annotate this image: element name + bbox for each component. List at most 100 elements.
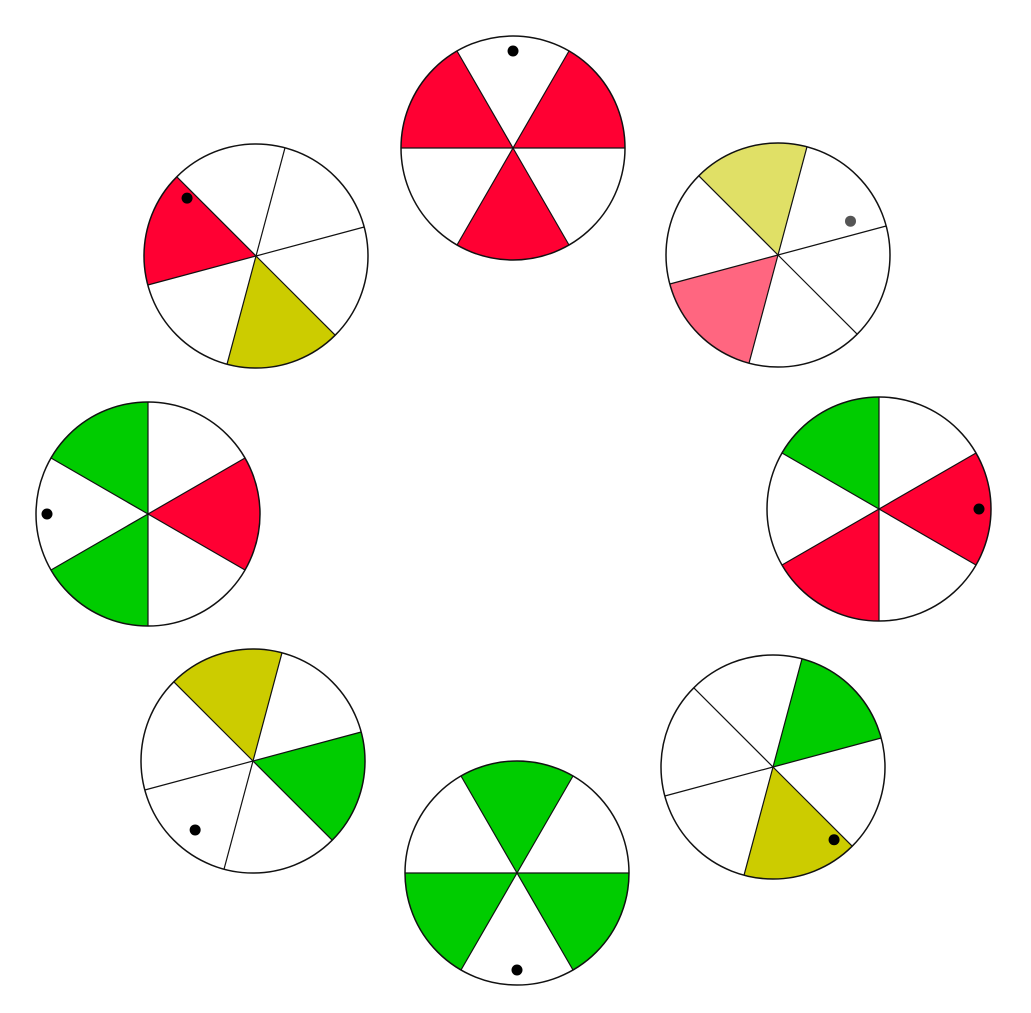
wheel-marker-dot: [189, 824, 201, 836]
wheel-outline: [143, 143, 369, 369]
wheel-sector-white: [461, 873, 573, 986]
wheel-sector-green: [461, 760, 573, 873]
wheel-marker-dot: [511, 964, 523, 976]
sector-divider-line: [698, 175, 779, 256]
wheel-sector-white: [693, 655, 802, 767]
wheel-sector-pale_yellow: [698, 143, 807, 255]
wheel-sector-yellow: [173, 649, 282, 761]
wheel-bottom: [404, 760, 630, 986]
wheel-sector-white: [148, 514, 245, 626]
sector-divider-line: [743, 766, 774, 876]
wheel-sector-white: [660, 687, 773, 796]
sector-divider-line: [147, 513, 246, 571]
sector-divider-line: [512, 50, 570, 149]
sector-divider-line: [781, 508, 880, 566]
wheel-bottom-right: [660, 654, 886, 880]
wheel-sector-yellow: [227, 256, 336, 368]
wheel-sector-white: [141, 681, 253, 790]
sector-divider-line: [456, 147, 514, 246]
wheel-sector-white: [148, 402, 245, 514]
sector-divider-line: [255, 255, 336, 336]
sector-divider-line: [777, 146, 808, 256]
wheel-sector-white: [517, 776, 629, 873]
wheel-sector-white: [767, 453, 879, 565]
wheel-marker-dot: [507, 45, 519, 57]
wheel-bottom-left: [140, 648, 366, 874]
wheel-top-left: [143, 143, 369, 369]
sector-divider-line: [173, 681, 254, 762]
wheel-sector-red: [457, 148, 569, 260]
wheel-sector-red: [401, 51, 513, 148]
sector-divider-line: [460, 775, 518, 874]
wheel-sector-white: [773, 738, 885, 847]
wheel-sector-green: [773, 658, 882, 767]
wheel-right: [766, 396, 992, 622]
sector-divider-line: [456, 50, 514, 149]
wheel-sector-white: [879, 509, 976, 621]
sector-divider-line: [748, 254, 779, 364]
sector-divider-line: [255, 226, 365, 257]
wheel-sector-white: [147, 256, 256, 365]
sector-divider-line: [777, 254, 858, 335]
sector-divider-line: [144, 760, 254, 791]
wheel-sector-red: [879, 453, 991, 565]
wheel-marker-dot: [181, 192, 193, 204]
wheel-sector-white: [176, 144, 285, 256]
sector-divider-line: [772, 766, 853, 847]
wheel-sector-white: [256, 227, 368, 336]
wheel-marker-dot: [845, 215, 857, 227]
wheel-sector-yellow: [744, 767, 853, 879]
wheel-sector-red: [513, 51, 625, 148]
wheel-top-right: [665, 142, 891, 368]
sector-divider-line: [252, 760, 333, 841]
wheel-top: [400, 35, 626, 261]
wheel-sector-pink: [669, 255, 778, 364]
sector-divider-line: [252, 731, 362, 762]
wheel-sector-white: [664, 767, 773, 876]
wheel-sector-white: [879, 397, 976, 509]
wheel-sector-white: [253, 652, 362, 761]
wheel-sector-white: [665, 175, 778, 284]
sector-divider-line: [50, 457, 149, 515]
wheel-sector-white: [457, 35, 569, 148]
sector-divider-line: [772, 658, 803, 768]
wheel-outline: [140, 648, 366, 874]
sector-divider-line: [669, 254, 779, 285]
wheel-marker-dot: [973, 503, 985, 515]
sector-divider-line: [176, 176, 257, 257]
sector-divider-line: [226, 255, 257, 365]
wheel-marker-dot: [828, 834, 840, 846]
wheel-sector-red: [148, 458, 260, 570]
sector-divider-line: [252, 652, 283, 762]
wheel-sector-green: [253, 732, 365, 841]
wheel-sector-green: [782, 397, 879, 509]
wheel-sector-green: [405, 873, 517, 970]
sector-divider-line: [664, 766, 774, 797]
wheel-sector-white: [144, 761, 253, 870]
wheel-sector-red: [782, 509, 879, 621]
wheel-outline: [400, 35, 626, 261]
wheel-sector-green: [51, 514, 148, 626]
wheel-sector-white: [513, 148, 625, 245]
sector-divider-line: [878, 508, 977, 566]
wheel-outline: [660, 654, 886, 880]
wheel-outline: [35, 401, 261, 627]
wheel-sector-white: [401, 148, 513, 245]
sector-divider-line: [693, 687, 774, 768]
sector-divider-line: [777, 225, 887, 256]
sector-divider-line: [772, 737, 882, 768]
wheel-sector-white: [778, 146, 887, 255]
sector-divider-line: [50, 513, 149, 571]
sector-divider-line: [512, 147, 570, 246]
wheel-sector-red: [144, 176, 256, 285]
sector-divider-line: [878, 452, 977, 510]
wheel-outline: [665, 142, 891, 368]
wheel-sector-green: [51, 402, 148, 514]
sector-divider-line: [516, 872, 574, 971]
wheel-marker-dot: [41, 508, 53, 520]
sector-divider-line: [147, 457, 246, 515]
wheel-sector-white: [405, 776, 517, 873]
sector-divider-line: [147, 255, 257, 286]
wheel-sector-white: [256, 147, 365, 256]
